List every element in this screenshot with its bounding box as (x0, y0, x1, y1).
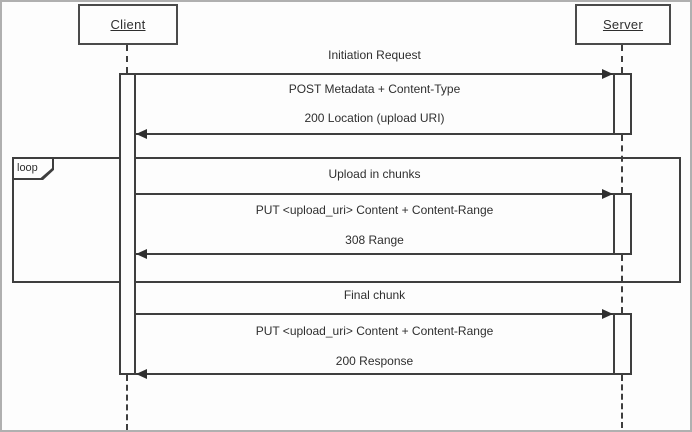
message-line-request-2 (136, 193, 613, 195)
loop-operator-label: loop (17, 162, 38, 174)
server-activation-bar-3 (613, 313, 632, 375)
message-line-response-2 (136, 253, 613, 255)
message-label-request-2: PUT <upload_uri> Content + Content-Range (255, 203, 494, 217)
actor-client-label: Client (110, 17, 146, 32)
client-lifeline (126, 375, 128, 430)
client-lifeline (126, 45, 128, 73)
message-label-request-1: POST Metadata + Content-Type (288, 82, 461, 96)
server-lifeline (621, 375, 623, 428)
server-activation-bar-2 (613, 193, 632, 255)
message-label-response-1: 200 Location (upload URI) (304, 111, 445, 125)
message-label-response-3: 200 Response (335, 354, 414, 368)
arrowhead-right-icon (602, 69, 613, 79)
actor-server-label: Server (602, 17, 644, 32)
arrowhead-right-icon (602, 309, 613, 319)
client-activation-bar (119, 73, 136, 375)
actor-box-client: Client (78, 4, 178, 45)
server-lifeline (621, 135, 623, 193)
actor-box-server: Server (575, 4, 671, 45)
message-label-request-3: PUT <upload_uri> Content + Content-Range (255, 324, 494, 338)
arrowhead-left-icon (136, 249, 147, 259)
section-title-initiation: Initiation Request (328, 48, 421, 62)
loop-frame (12, 157, 681, 283)
arrowhead-left-icon (136, 369, 147, 379)
message-line-request-1 (136, 73, 613, 75)
server-activation-bar-1 (613, 73, 632, 135)
message-line-response-3 (136, 373, 613, 375)
message-line-request-3 (136, 313, 613, 315)
server-lifeline (621, 255, 623, 313)
message-label-response-2: 308 Range (345, 233, 404, 247)
message-line-response-1 (136, 133, 613, 135)
loop-frame-tab (12, 157, 54, 180)
section-title-upload-chunks: Upload in chunks (328, 167, 421, 181)
loop-frame-tab-fill (14, 159, 52, 178)
arrowhead-right-icon (602, 189, 613, 199)
server-lifeline (621, 45, 623, 73)
arrowhead-left-icon (136, 129, 147, 139)
section-title-final-chunk: Final chunk (343, 288, 406, 302)
